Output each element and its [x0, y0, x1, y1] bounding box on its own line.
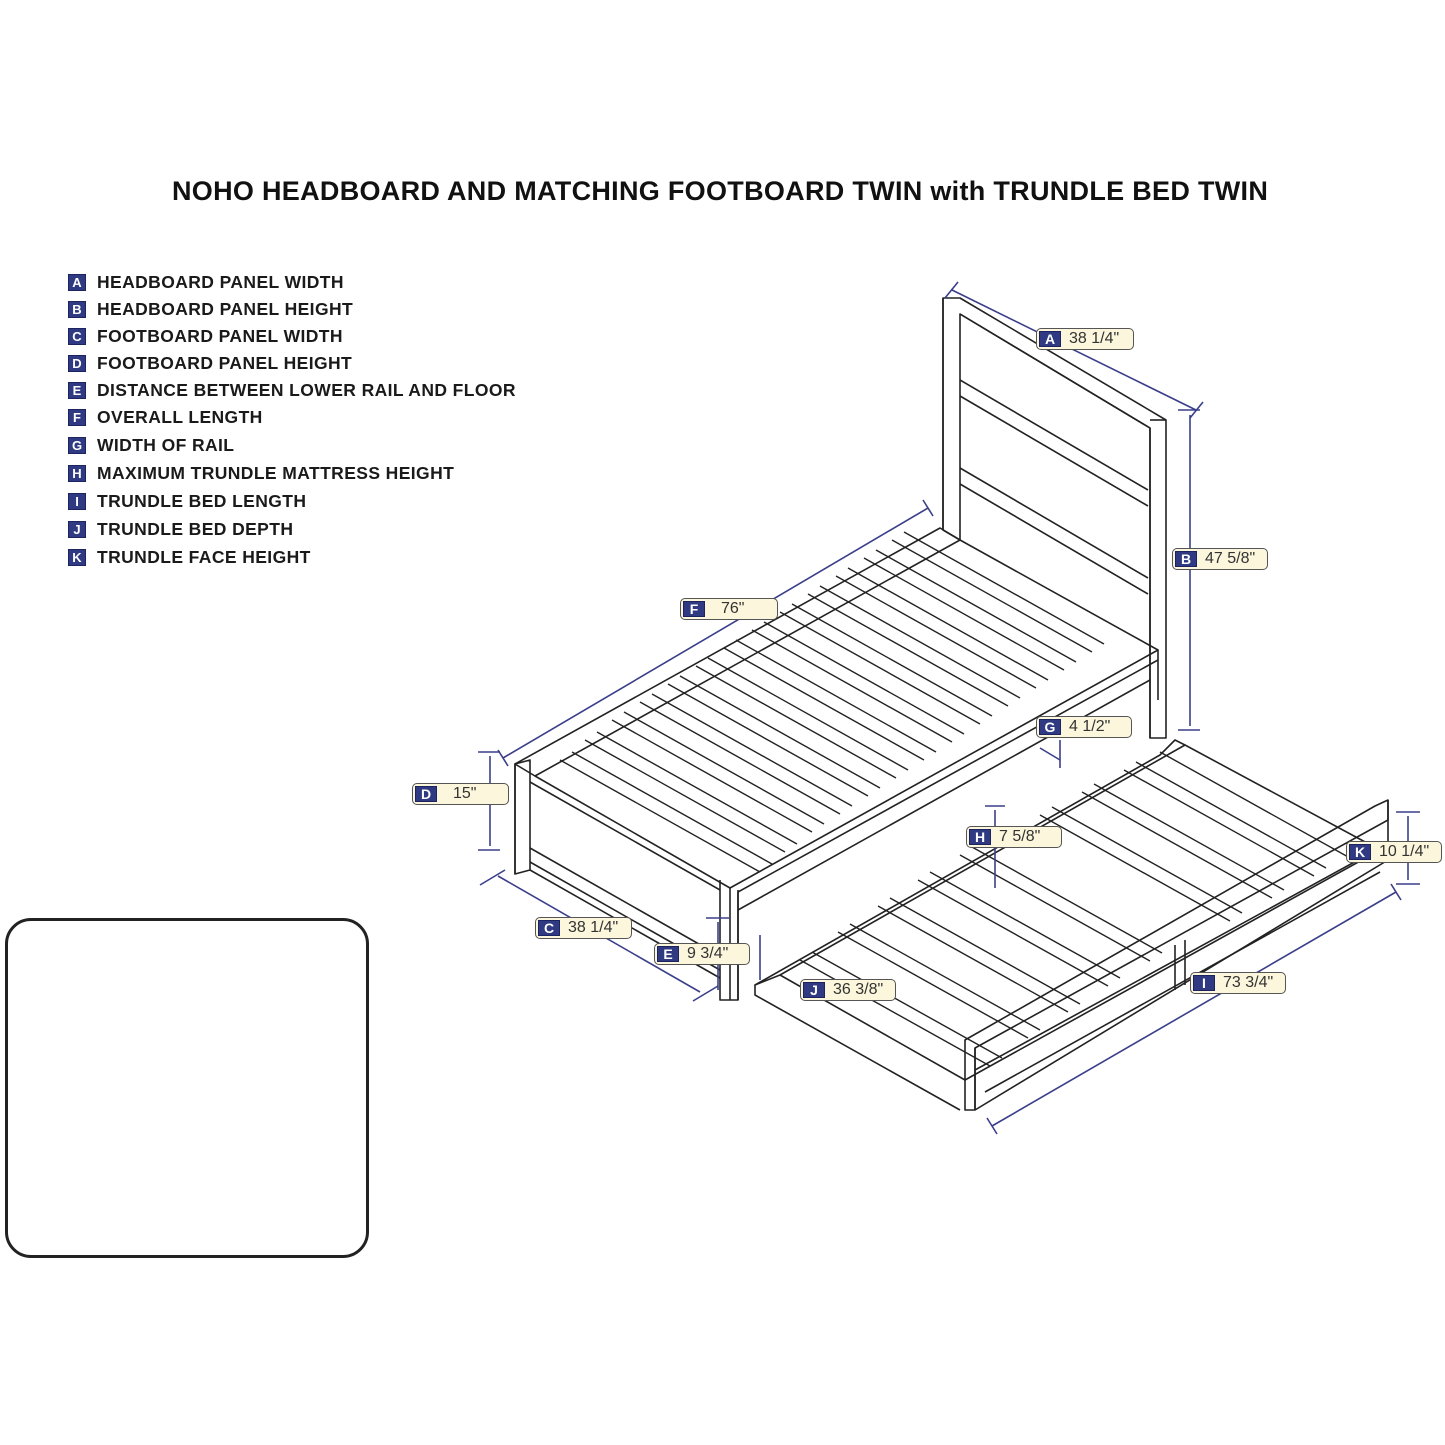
dim-tag-f: F 76" [680, 598, 778, 620]
dim-badge-k: K [1349, 844, 1371, 860]
trundle-slats [799, 751, 1351, 1067]
dim-value-d: 15" [453, 785, 477, 802]
dim-tag-k: K 10 1/4" [1346, 841, 1442, 863]
dim-badge-a: A [1039, 331, 1061, 347]
legend-badge-g: G [68, 436, 86, 454]
dim-value-k: 10 1/4" [1379, 843, 1430, 860]
legend-item-c: C FOOTBOARD PANEL WIDTH [68, 326, 343, 346]
dim-value-a: 38 1/4" [1069, 330, 1120, 347]
legend-badge-c: C [68, 327, 86, 345]
dimension-line-g [1039, 740, 1061, 768]
legend-label-g: WIDTH OF RAIL [97, 434, 235, 455]
title-part-2: with [930, 176, 986, 206]
legend-badge-i: I [68, 492, 86, 510]
thumbnail-frame [5, 918, 369, 1258]
dim-value-h: 7 5/8" [999, 828, 1041, 845]
legend-badge-j: J [68, 520, 86, 538]
legend-item-j: J TRUNDLE BED DEPTH [68, 519, 293, 539]
dim-value-f: 76" [721, 600, 745, 617]
legend-label-i: TRUNDLE BED LENGTH [97, 490, 307, 511]
legend-label-j: TRUNDLE BED DEPTH [97, 518, 294, 539]
dimension-line-i [986, 883, 1402, 1135]
headboard [942, 297, 1167, 739]
dim-tag-g: G 4 1/2" [1036, 716, 1132, 738]
legend-item-a: A HEADBOARD PANEL WIDTH [68, 272, 344, 292]
dim-badge-g: G [1039, 719, 1061, 735]
dimension-line-h [985, 805, 1005, 888]
dim-value-e: 9 3/4" [687, 945, 729, 962]
dim-tag-j: J 36 3/8" [800, 979, 896, 1001]
dim-tag-a: A 38 1/4" [1036, 328, 1134, 350]
dim-badge-b: B [1175, 551, 1197, 567]
dim-tag-i: I 73 3/4" [1190, 972, 1286, 994]
legend-item-e: E DISTANCE BETWEEN LOWER RAIL AND FLOOR [68, 380, 516, 400]
legend-item-f: F OVERALL LENGTH [68, 407, 263, 427]
dim-tag-h: H 7 5/8" [966, 826, 1062, 848]
dim-value-j: 36 3/8" [833, 981, 884, 998]
legend-label-f: OVERALL LENGTH [97, 406, 263, 427]
legend-label-e: DISTANCE BETWEEN LOWER RAIL AND FLOOR [97, 379, 516, 400]
dim-badge-c: C [538, 920, 560, 936]
legend-item-k: K TRUNDLE FACE HEIGHT [68, 547, 311, 567]
legend-item-g: G WIDTH OF RAIL [68, 435, 234, 455]
legend-badge-b: B [68, 300, 86, 318]
dimension-line-b [1178, 409, 1200, 731]
legend-item-i: I TRUNDLE BED LENGTH [68, 491, 306, 511]
dim-tag-c: C 38 1/4" [535, 917, 632, 939]
legend-badge-e: E [68, 381, 86, 399]
legend-label-b: HEADBOARD PANEL HEIGHT [97, 298, 354, 319]
dim-value-g: 4 1/2" [1069, 718, 1111, 735]
dimension-line-f [497, 499, 934, 767]
dim-value-i: 73 3/4" [1223, 974, 1274, 991]
dim-badge-h: H [969, 829, 991, 845]
legend-item-h: H MAXIMUM TRUNDLE MATTRESS HEIGHT [68, 463, 454, 483]
dim-badge-i: I [1193, 975, 1215, 991]
dim-tag-b: B 47 5/8" [1172, 548, 1268, 570]
legend-label-a: HEADBOARD PANEL WIDTH [97, 271, 344, 292]
legend-label-d: FOOTBOARD PANEL HEIGHT [97, 352, 353, 373]
legend-item-d: D FOOTBOARD PANEL HEIGHT [68, 353, 352, 373]
title-part-3: TRUNDLE BED TWIN [993, 176, 1269, 206]
legend-badge-k: K [68, 548, 86, 566]
dim-badge-j: J [803, 982, 825, 998]
legend-label-c: FOOTBOARD PANEL WIDTH [97, 325, 343, 346]
dimension-line-a [944, 281, 1204, 419]
dim-badge-e: E [657, 946, 679, 962]
legend-badge-a: A [68, 273, 86, 291]
dim-tag-d: D 15" [412, 783, 509, 805]
dim-value-c: 38 1/4" [568, 919, 619, 936]
dimension-lines [478, 281, 1420, 1135]
title-part-1: NOHO HEADBOARD AND MATCHING FOOTBOARD TW… [172, 176, 923, 206]
bed-slats [559, 531, 1105, 873]
diagram-title: NOHO HEADBOARD AND MATCHING FOOTBOARD TW… [172, 176, 1422, 207]
legend-label-k: TRUNDLE FACE HEIGHT [97, 546, 311, 567]
dim-badge-f: F [683, 601, 705, 617]
dim-badge-d: D [415, 786, 437, 802]
legend-badge-f: F [68, 408, 86, 426]
dim-value-b: 47 5/8" [1205, 550, 1256, 567]
dim-tag-e: E 9 3/4" [654, 943, 750, 965]
legend-badge-h: H [68, 464, 86, 482]
legend-badge-d: D [68, 354, 86, 372]
trundle [754, 739, 1389, 1111]
legend-item-b: B HEADBOARD PANEL HEIGHT [68, 299, 353, 319]
legend-label-h: MAXIMUM TRUNDLE MATTRESS HEIGHT [97, 462, 455, 483]
